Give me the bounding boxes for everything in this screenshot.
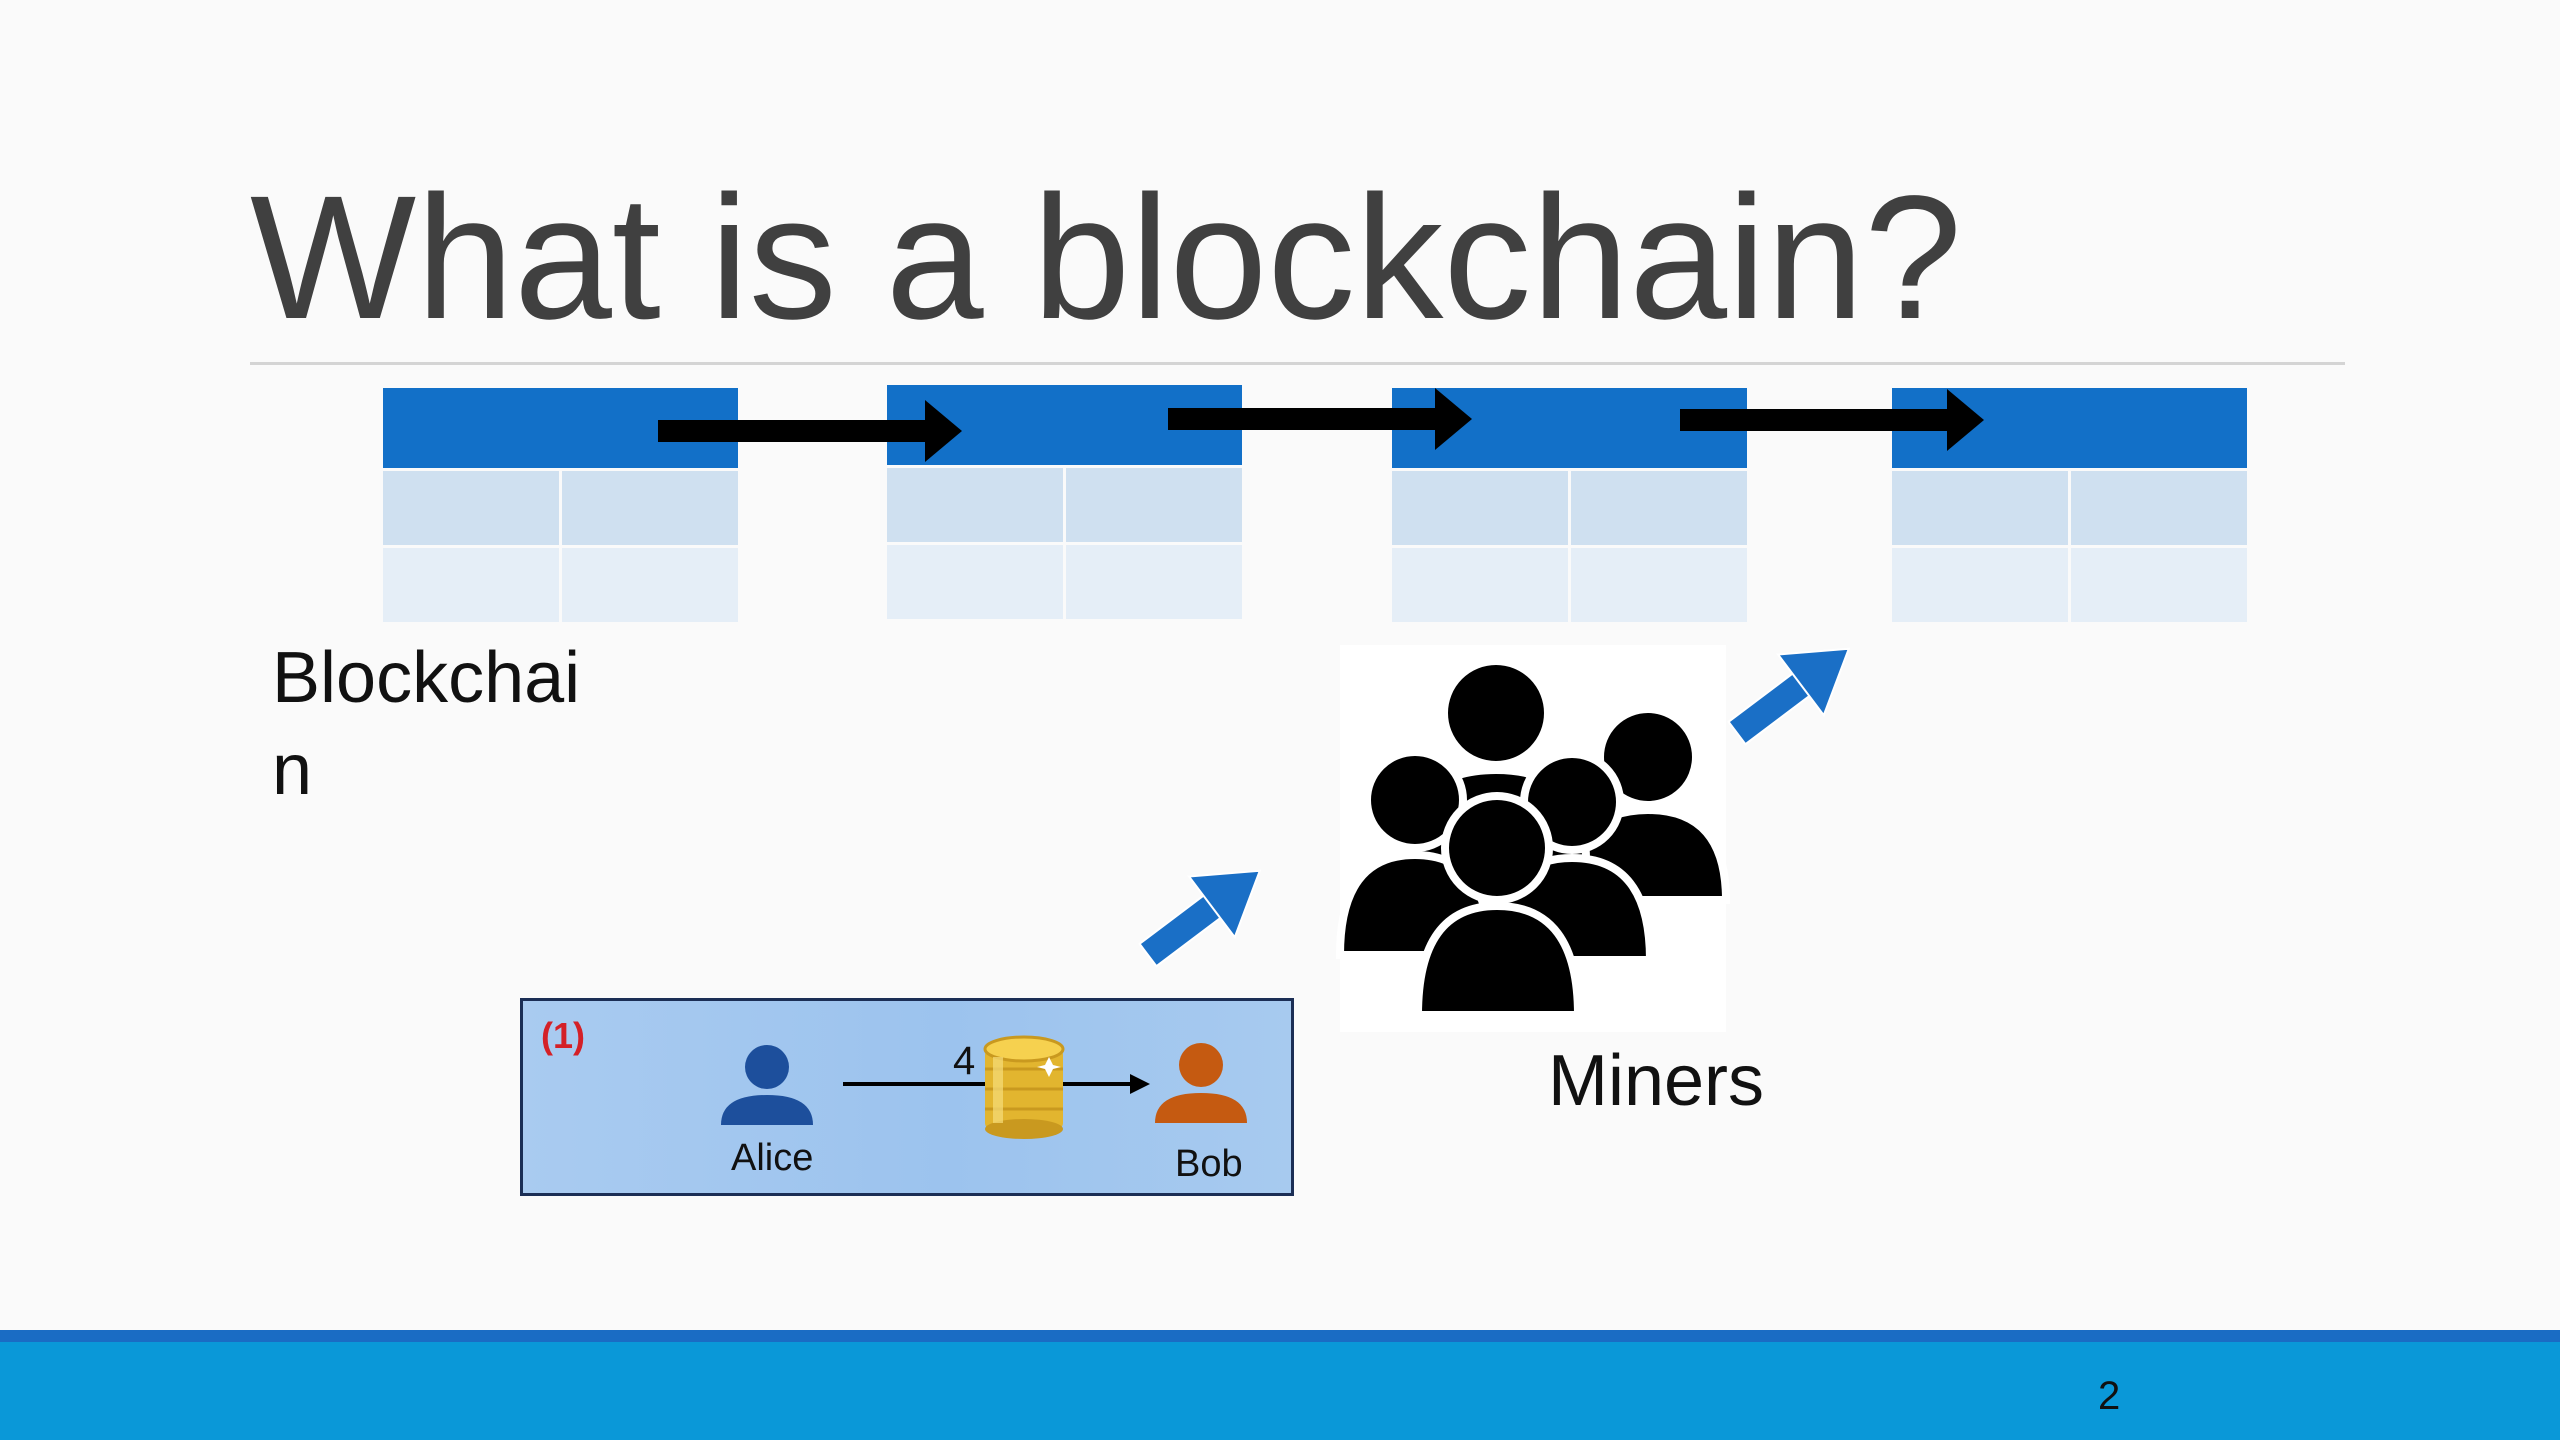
block-row — [887, 545, 1242, 619]
block-1 — [383, 388, 738, 622]
chain-arrow-3-icon — [1680, 389, 1984, 451]
block-cell — [2071, 471, 2247, 545]
block-cell — [887, 545, 1063, 619]
footer-bar — [0, 1342, 2560, 1440]
step-number: (1) — [541, 1015, 585, 1056]
block-row — [1392, 471, 1747, 545]
block-4 — [1892, 388, 2247, 622]
chain-arrow-1-icon — [658, 400, 962, 462]
block-3 — [1392, 388, 1747, 622]
block-row — [887, 468, 1242, 542]
transfer-amount: 4 — [953, 1039, 976, 1083]
tx-to-miners-arrow-icon — [1138, 869, 1262, 968]
block-row — [383, 471, 738, 545]
slide-title: What is a blockchain? — [250, 160, 1962, 356]
coins-icon — [983, 1035, 1065, 1139]
footer-accent-line — [0, 1330, 2560, 1342]
block-cell — [887, 468, 1063, 542]
block-cell — [1571, 548, 1747, 622]
block-row — [1392, 548, 1747, 622]
transaction-graphic — [721, 1035, 1247, 1139]
title-divider — [250, 362, 2345, 365]
block-cell — [383, 548, 559, 622]
block-2 — [887, 385, 1242, 619]
miners-label: Miners — [1548, 1041, 1765, 1121]
page-number: 2 — [2098, 1374, 2121, 1418]
block-row — [383, 548, 738, 622]
miners-to-chain-arrow-icon — [1727, 647, 1851, 746]
block-cell — [1066, 468, 1242, 542]
block-cell — [1892, 471, 2068, 545]
transaction-box: (1) — [520, 998, 1294, 1196]
block-cell — [562, 471, 738, 545]
block-cell — [1066, 545, 1242, 619]
block-row — [1892, 471, 2247, 545]
block-row — [1892, 548, 2247, 622]
block-cell — [383, 471, 559, 545]
receiver-name: Bob — [1175, 1143, 1243, 1185]
miners-group-icon — [1335, 645, 1731, 1032]
block-cell — [1392, 471, 1568, 545]
block-cell — [1571, 471, 1747, 545]
block-cell — [1392, 548, 1568, 622]
block-cell — [1892, 548, 2068, 622]
block-cell — [562, 548, 738, 622]
block-cell — [2071, 548, 2247, 622]
sender-name: Alice — [731, 1137, 814, 1179]
bob-person-icon — [1155, 1043, 1247, 1123]
alice-person-icon — [721, 1045, 813, 1125]
chain-arrow-2-icon — [1168, 388, 1472, 450]
blockchain-label: Blockchain — [272, 638, 581, 810]
